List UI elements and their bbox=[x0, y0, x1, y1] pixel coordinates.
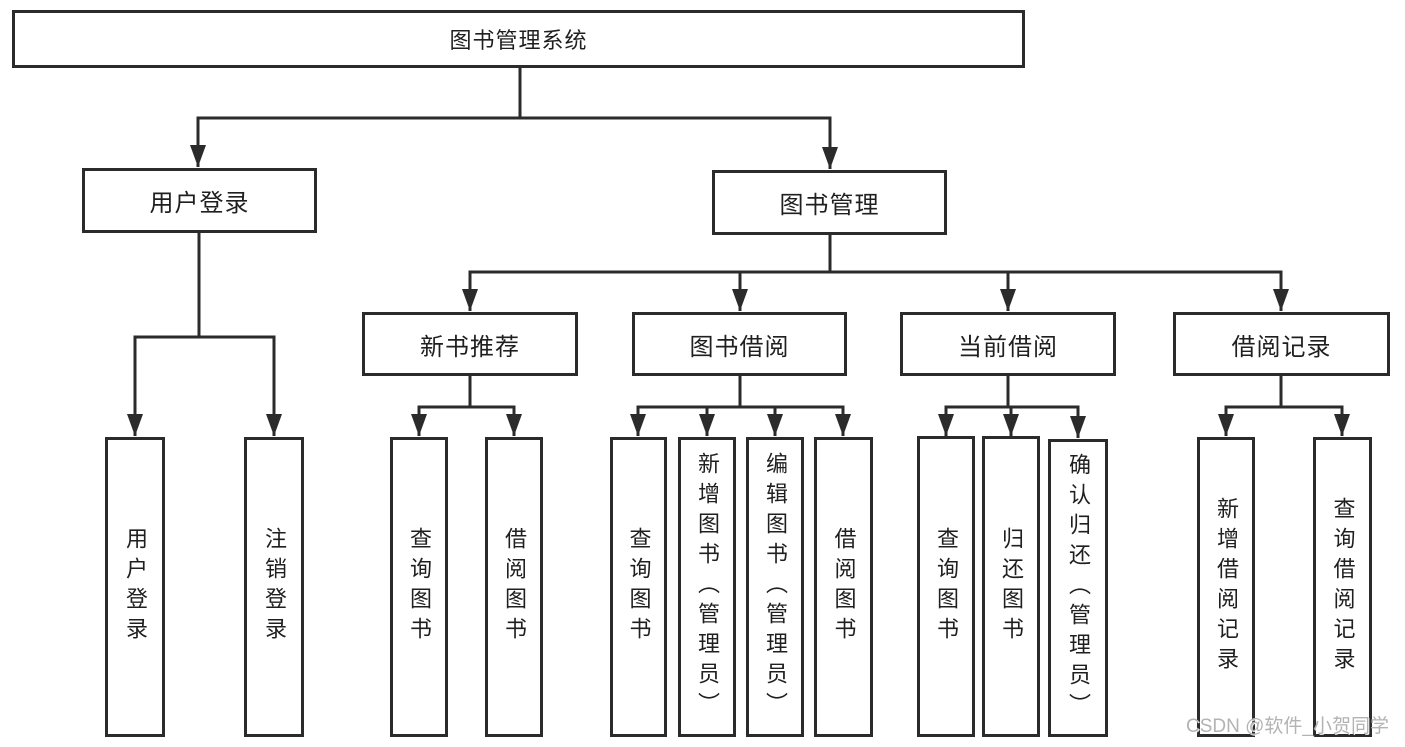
leaf-add-book-admin-label: 新增图书（管理员） bbox=[695, 452, 720, 722]
node-user-login: 用户登录 bbox=[82, 168, 317, 233]
node-borrow-records: 借阅记录 bbox=[1173, 312, 1390, 376]
leaf-return-book: 归还图书 bbox=[982, 436, 1040, 737]
leaf-borrow-book-label: 借阅图书 bbox=[831, 527, 857, 647]
leaf-user-login-label: 用户登录 bbox=[123, 527, 148, 647]
leaf-borrow-query-book-label: 查询图书 bbox=[626, 527, 652, 647]
leaf-confirm-return-admin: 确认归还（管理员） bbox=[1048, 439, 1108, 737]
leaf-return-book-label: 归还图书 bbox=[999, 526, 1024, 647]
leaf-query-borrow-record-label: 查询借阅记录 bbox=[1330, 497, 1356, 677]
leaf-edit-book-admin-label: 编辑图书（管理员） bbox=[763, 452, 788, 722]
csdn-watermark: CSDN @软件_小贺同学 bbox=[1186, 716, 1389, 737]
leaf-add-borrow-record: 新增借阅记录 bbox=[1197, 437, 1255, 737]
leaf-query-borrow-record: 查询借阅记录 bbox=[1313, 437, 1372, 737]
node-book-borrow: 图书借阅 bbox=[632, 312, 847, 376]
node-library-system: 图书管理系统 bbox=[12, 10, 1025, 68]
node-new-book-recommend: 新书推荐 bbox=[362, 312, 578, 376]
leaf-logout-login-label: 注销登录 bbox=[262, 527, 287, 647]
leaf-add-borrow-record-label: 新增借阅记录 bbox=[1214, 497, 1239, 677]
leaf-current-query-book: 查询图书 bbox=[917, 436, 975, 737]
leaf-borrow-query-book: 查询图书 bbox=[610, 437, 667, 737]
node-book-management: 图书管理 bbox=[712, 170, 947, 235]
leaf-user-login: 用户登录 bbox=[105, 437, 165, 737]
leaf-logout-login: 注销登录 bbox=[244, 437, 304, 737]
leaf-borrow-book: 借阅图书 bbox=[814, 437, 873, 737]
leaf-edit-book-admin: 编辑图书（管理员） bbox=[746, 437, 804, 737]
leaf-add-book-admin: 新增图书（管理员） bbox=[678, 437, 736, 737]
leaf-recommend-borrow-book-label: 借阅图书 bbox=[502, 527, 527, 647]
node-current-borrow: 当前借阅 bbox=[900, 312, 1116, 376]
leaf-recommend-query-book-label: 查询图书 bbox=[407, 527, 432, 647]
leaf-recommend-query-book: 查询图书 bbox=[390, 437, 448, 737]
leaf-current-query-book-label: 查询图书 bbox=[934, 526, 959, 647]
leaf-recommend-borrow-book: 借阅图书 bbox=[485, 437, 543, 737]
leaf-confirm-return-admin-label: 确认归还（管理员） bbox=[1066, 453, 1091, 723]
